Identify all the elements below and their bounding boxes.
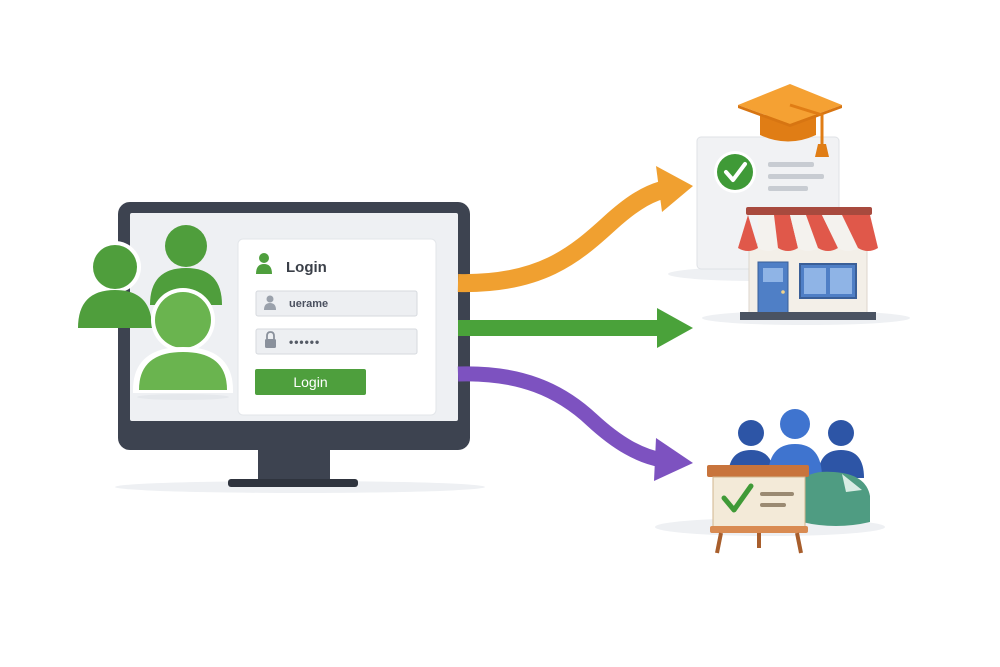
password-value: •••••• — [289, 335, 320, 349]
login-user-icon — [256, 253, 272, 274]
checklist-board-icon — [707, 465, 809, 554]
users-icon — [78, 225, 234, 400]
login-button-label: Login — [293, 374, 327, 390]
arrow-to-store — [458, 308, 693, 348]
username-value: uerame — [289, 298, 328, 310]
community-destination — [655, 409, 885, 554]
login-button[interactable]: Login — [255, 369, 366, 395]
username-person-icon — [264, 295, 276, 310]
arrow-to-education — [457, 166, 693, 293]
arrow-to-community — [457, 366, 693, 481]
storefront-icon — [702, 207, 910, 325]
user-back-left — [78, 241, 152, 328]
bag-icon — [802, 471, 870, 526]
login-panel: Login uerame •••••• Login — [237, 238, 437, 416]
user-front — [132, 288, 234, 400]
username-field[interactable]: uerame — [255, 290, 418, 317]
password-field[interactable]: •••••• — [255, 328, 418, 355]
login-title: Login — [286, 259, 327, 276]
password-lock-icon — [265, 331, 276, 348]
monitor-base — [228, 479, 358, 487]
monitor-neck — [258, 450, 330, 480]
graduation-cap-icon — [738, 84, 842, 157]
